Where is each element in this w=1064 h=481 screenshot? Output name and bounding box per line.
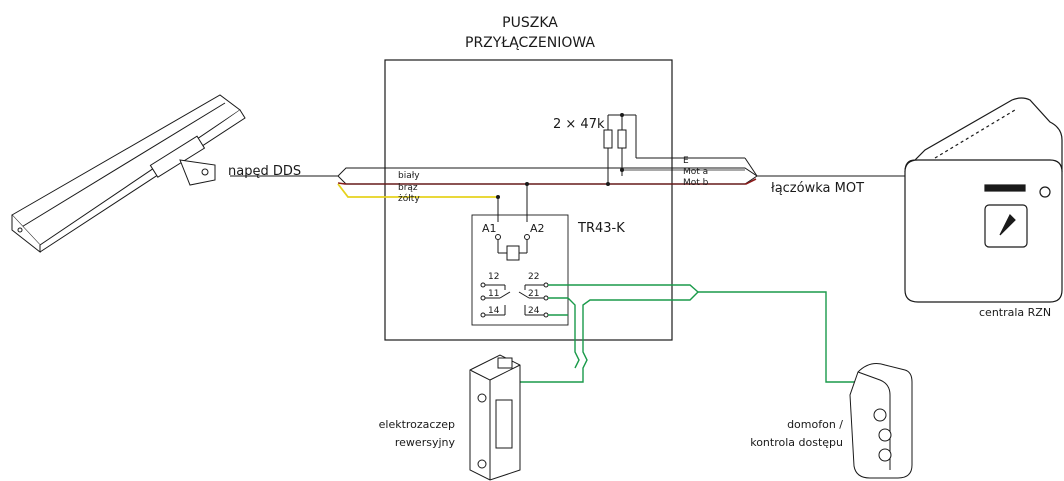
actuator-label: napęd DDS [228,164,301,179]
strike-label-1: elektrozaczep [379,418,455,431]
wire-label-e: E [683,156,689,166]
central-label: centrala RZN [979,306,1051,319]
strike-label-2: rewersyjny [395,436,456,449]
intercom-label-2: kontrola dostępu [750,436,843,449]
intercom-drawing [849,363,913,479]
actuator-drawing [11,94,246,254]
relay-a1: A1 [482,222,497,235]
intercom-label-1: domofon / [787,418,843,431]
relay-name: TR43-K [577,221,625,236]
resistor-pair: 2 × 47k [553,113,758,186]
title-line1: PUSZKA [502,15,558,31]
green-wires [520,284,855,383]
wire-label-mot-a: Mot a [683,167,708,177]
wire-label-brown: brąz [398,183,418,193]
contact-21: 21 [528,289,539,299]
resistor-label: 2 × 47k [553,117,605,132]
contact-11: 11 [488,289,499,299]
electric-strike-drawing [469,354,521,481]
central-rzn-drawing [904,97,1063,303]
title-line2: PRZYŁĄCZENIOWA [465,35,595,51]
wire-label-yellow: żółty [398,193,420,204]
wire-yellow [337,183,498,198]
junction-box [384,59,673,341]
contact-14: 14 [488,306,500,316]
wire-label-white: biały [398,171,420,181]
contact-24: 24 [528,306,540,316]
relay-tr43k: TR43-K A1 A2 12 11 14 22 21 24 [471,214,625,326]
relay-a2: A2 [530,222,545,235]
contact-12: 12 [488,272,499,282]
contact-22: 22 [528,272,539,282]
wire-label-mot-b: Mot b [683,178,709,188]
mot-label: łączówka MOT [771,181,864,196]
